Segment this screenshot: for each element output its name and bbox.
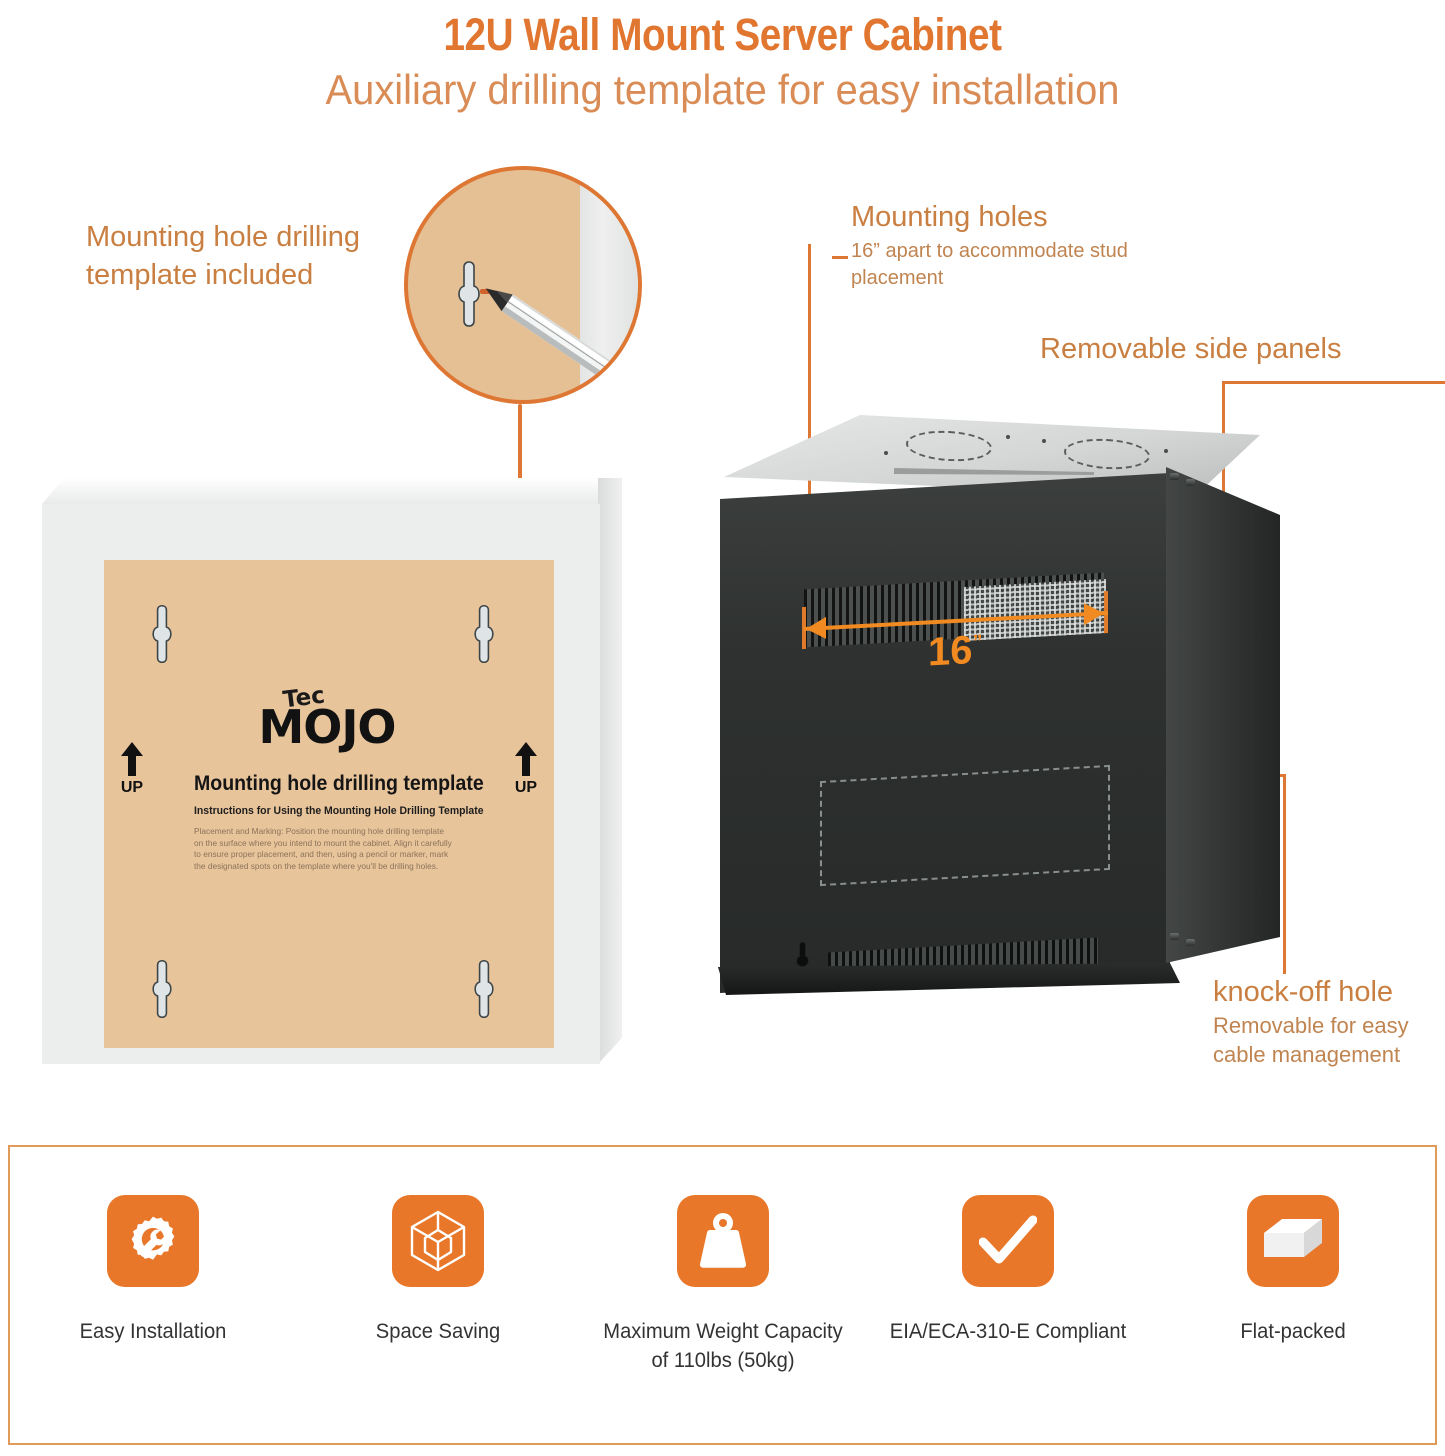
up-orientation-marker-left: UP	[112, 742, 152, 797]
corner-screw	[1186, 939, 1195, 946]
feature-label: EIA/ECA-310-E Compliant	[889, 1320, 1126, 1343]
annotation-knock-off-subtitle: Removable for easy cable management	[1213, 1013, 1409, 1067]
knock-off-hole-outline	[820, 764, 1110, 887]
annotation-side-panels-title: Removable side panels	[1040, 333, 1342, 365]
wall-side-face	[598, 478, 622, 1064]
keyhole-slot-icon	[474, 604, 494, 664]
feature-highlights-panel: Easy Installation Space Saving Maximum W…	[8, 1145, 1437, 1445]
page-subtitle: Auxiliary drilling template for easy ins…	[325, 66, 1120, 113]
brand-mojo-text: MOJO	[258, 700, 396, 754]
feature-item: Maximum Weight Capacity of 110lbs (50kg)	[598, 1195, 848, 1375]
corner-screw	[1186, 479, 1195, 486]
fan-grille-icon	[1064, 436, 1150, 472]
feature-label: Space Saving	[375, 1320, 500, 1343]
feature-label: Maximum Weight Capacity of 110lbs (50kg)	[602, 1320, 843, 1372]
feature-label: Easy Installation	[79, 1320, 226, 1343]
leader-tick-mounting-holes	[832, 256, 848, 259]
top-screw-dot	[884, 451, 888, 455]
cabinet-base-plate	[718, 963, 1180, 995]
page-header: 12U Wall Mount Server Cabinet Auxiliary …	[0, 0, 1445, 120]
feature-label: Flat-packed	[1239, 1320, 1346, 1343]
dimension-arrow-right	[1084, 602, 1104, 626]
leader-line-knockoff-vertical	[1283, 774, 1286, 974]
cabinet-front-panel: 16”	[720, 473, 1170, 993]
keyhole-slot-icon	[152, 604, 172, 664]
wall-top-face	[42, 478, 622, 504]
corner-screw	[1170, 473, 1179, 480]
dimension-arrow-left	[806, 616, 826, 640]
top-screw-dot	[1164, 449, 1168, 453]
magnifier-detail-circle	[404, 166, 642, 404]
annotation-mounting-holes-subtitle: 16” apart to accommodate stud placement	[851, 240, 1128, 289]
keyhole-slot-icon	[474, 959, 494, 1019]
server-cabinet-illustration: 16”	[700, 415, 1280, 1025]
template-heading: Mounting hole drilling template	[194, 772, 484, 795]
dimension-label: 16”	[928, 628, 983, 675]
wall-front-face	[42, 504, 600, 1064]
weight-icon	[676, 1195, 769, 1287]
fan-grille-icon	[906, 428, 992, 464]
top-screw-dot	[1006, 435, 1010, 439]
annotation-drilling-template-label: Mounting hole drilling template included	[86, 221, 361, 291]
pencil-mark-dot	[480, 289, 490, 294]
template-subheading: Instructions for Using the Mounting Hole…	[194, 805, 484, 817]
up-label: UP	[120, 779, 144, 796]
corner-screw	[1170, 933, 1179, 940]
annotation-mounting-holes-title: Mounting holes	[851, 201, 1048, 233]
gear-wrench-icon	[106, 1195, 199, 1287]
keyhole-slot-icon	[458, 260, 480, 328]
annotation-knock-off-hole: knock-off hole Removable for easy cable …	[1213, 974, 1445, 1069]
leader-line-mounting-holes	[808, 244, 811, 524]
cabinet-removable-side-panel	[1166, 467, 1280, 963]
annotation-mounting-holes: Mounting holes 16” apart to accommodate …	[851, 198, 1191, 292]
template-instruction-body: Placement and Marking: Position the moun…	[194, 826, 452, 871]
up-arrow-icon	[121, 742, 143, 776]
feature-item: EIA/ECA-310-E Compliant	[883, 1195, 1133, 1346]
leader-line-side-panels-horizontal	[1222, 381, 1445, 384]
pencil-icon	[484, 280, 634, 395]
template-brand-logo: Tec MOJO	[227, 682, 427, 754]
up-orientation-marker-right: UP	[506, 742, 546, 797]
annotation-knock-off-title: knock-off hole	[1213, 976, 1394, 1008]
cabinet-top-seam	[894, 468, 1094, 475]
page-title: 12U Wall Mount Server Cabinet	[443, 9, 1002, 60]
feature-item: Flat-packed	[1168, 1195, 1418, 1346]
up-label: UP	[514, 779, 538, 796]
up-arrow-icon	[515, 742, 537, 776]
cube-outline-icon	[391, 1195, 484, 1287]
brand-tec-text: Tec	[281, 682, 327, 714]
keyhole-slot-icon	[152, 959, 172, 1019]
wall-block-illustration	[42, 478, 622, 1088]
top-screw-dot	[1042, 439, 1046, 443]
feature-item: Easy Installation	[28, 1195, 278, 1346]
flat-box-icon	[1246, 1195, 1339, 1287]
checkmark-icon	[961, 1195, 1054, 1287]
feature-item: Space Saving	[313, 1195, 563, 1346]
